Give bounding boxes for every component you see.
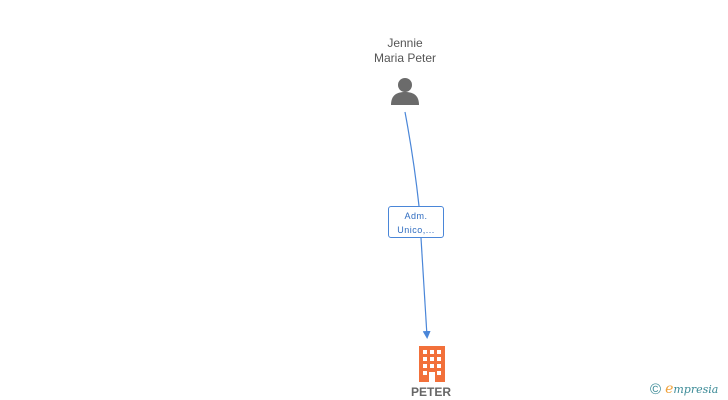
person-icon[interactable] bbox=[390, 77, 420, 105]
building-icon[interactable] bbox=[417, 346, 447, 382]
brand-initial: e bbox=[665, 381, 674, 397]
person-name[interactable]: Jennie Maria Peter bbox=[340, 36, 470, 66]
brand-wordmark: empresia bbox=[665, 381, 718, 397]
person-name-line1: Jennie bbox=[387, 36, 423, 50]
copyright-icon: © bbox=[650, 380, 662, 398]
relation-label-line1: Adm. bbox=[404, 211, 428, 221]
brand-logo: © empresia bbox=[650, 380, 728, 398]
relation-label[interactable]: Adm. Unico,... bbox=[388, 206, 444, 238]
relation-label-line2: Unico,... bbox=[397, 225, 435, 235]
person-name-line2: Maria Peter bbox=[373, 51, 437, 65]
company-name[interactable]: PETER bbox=[410, 385, 451, 399]
brand-rest: mpresia bbox=[673, 383, 719, 396]
